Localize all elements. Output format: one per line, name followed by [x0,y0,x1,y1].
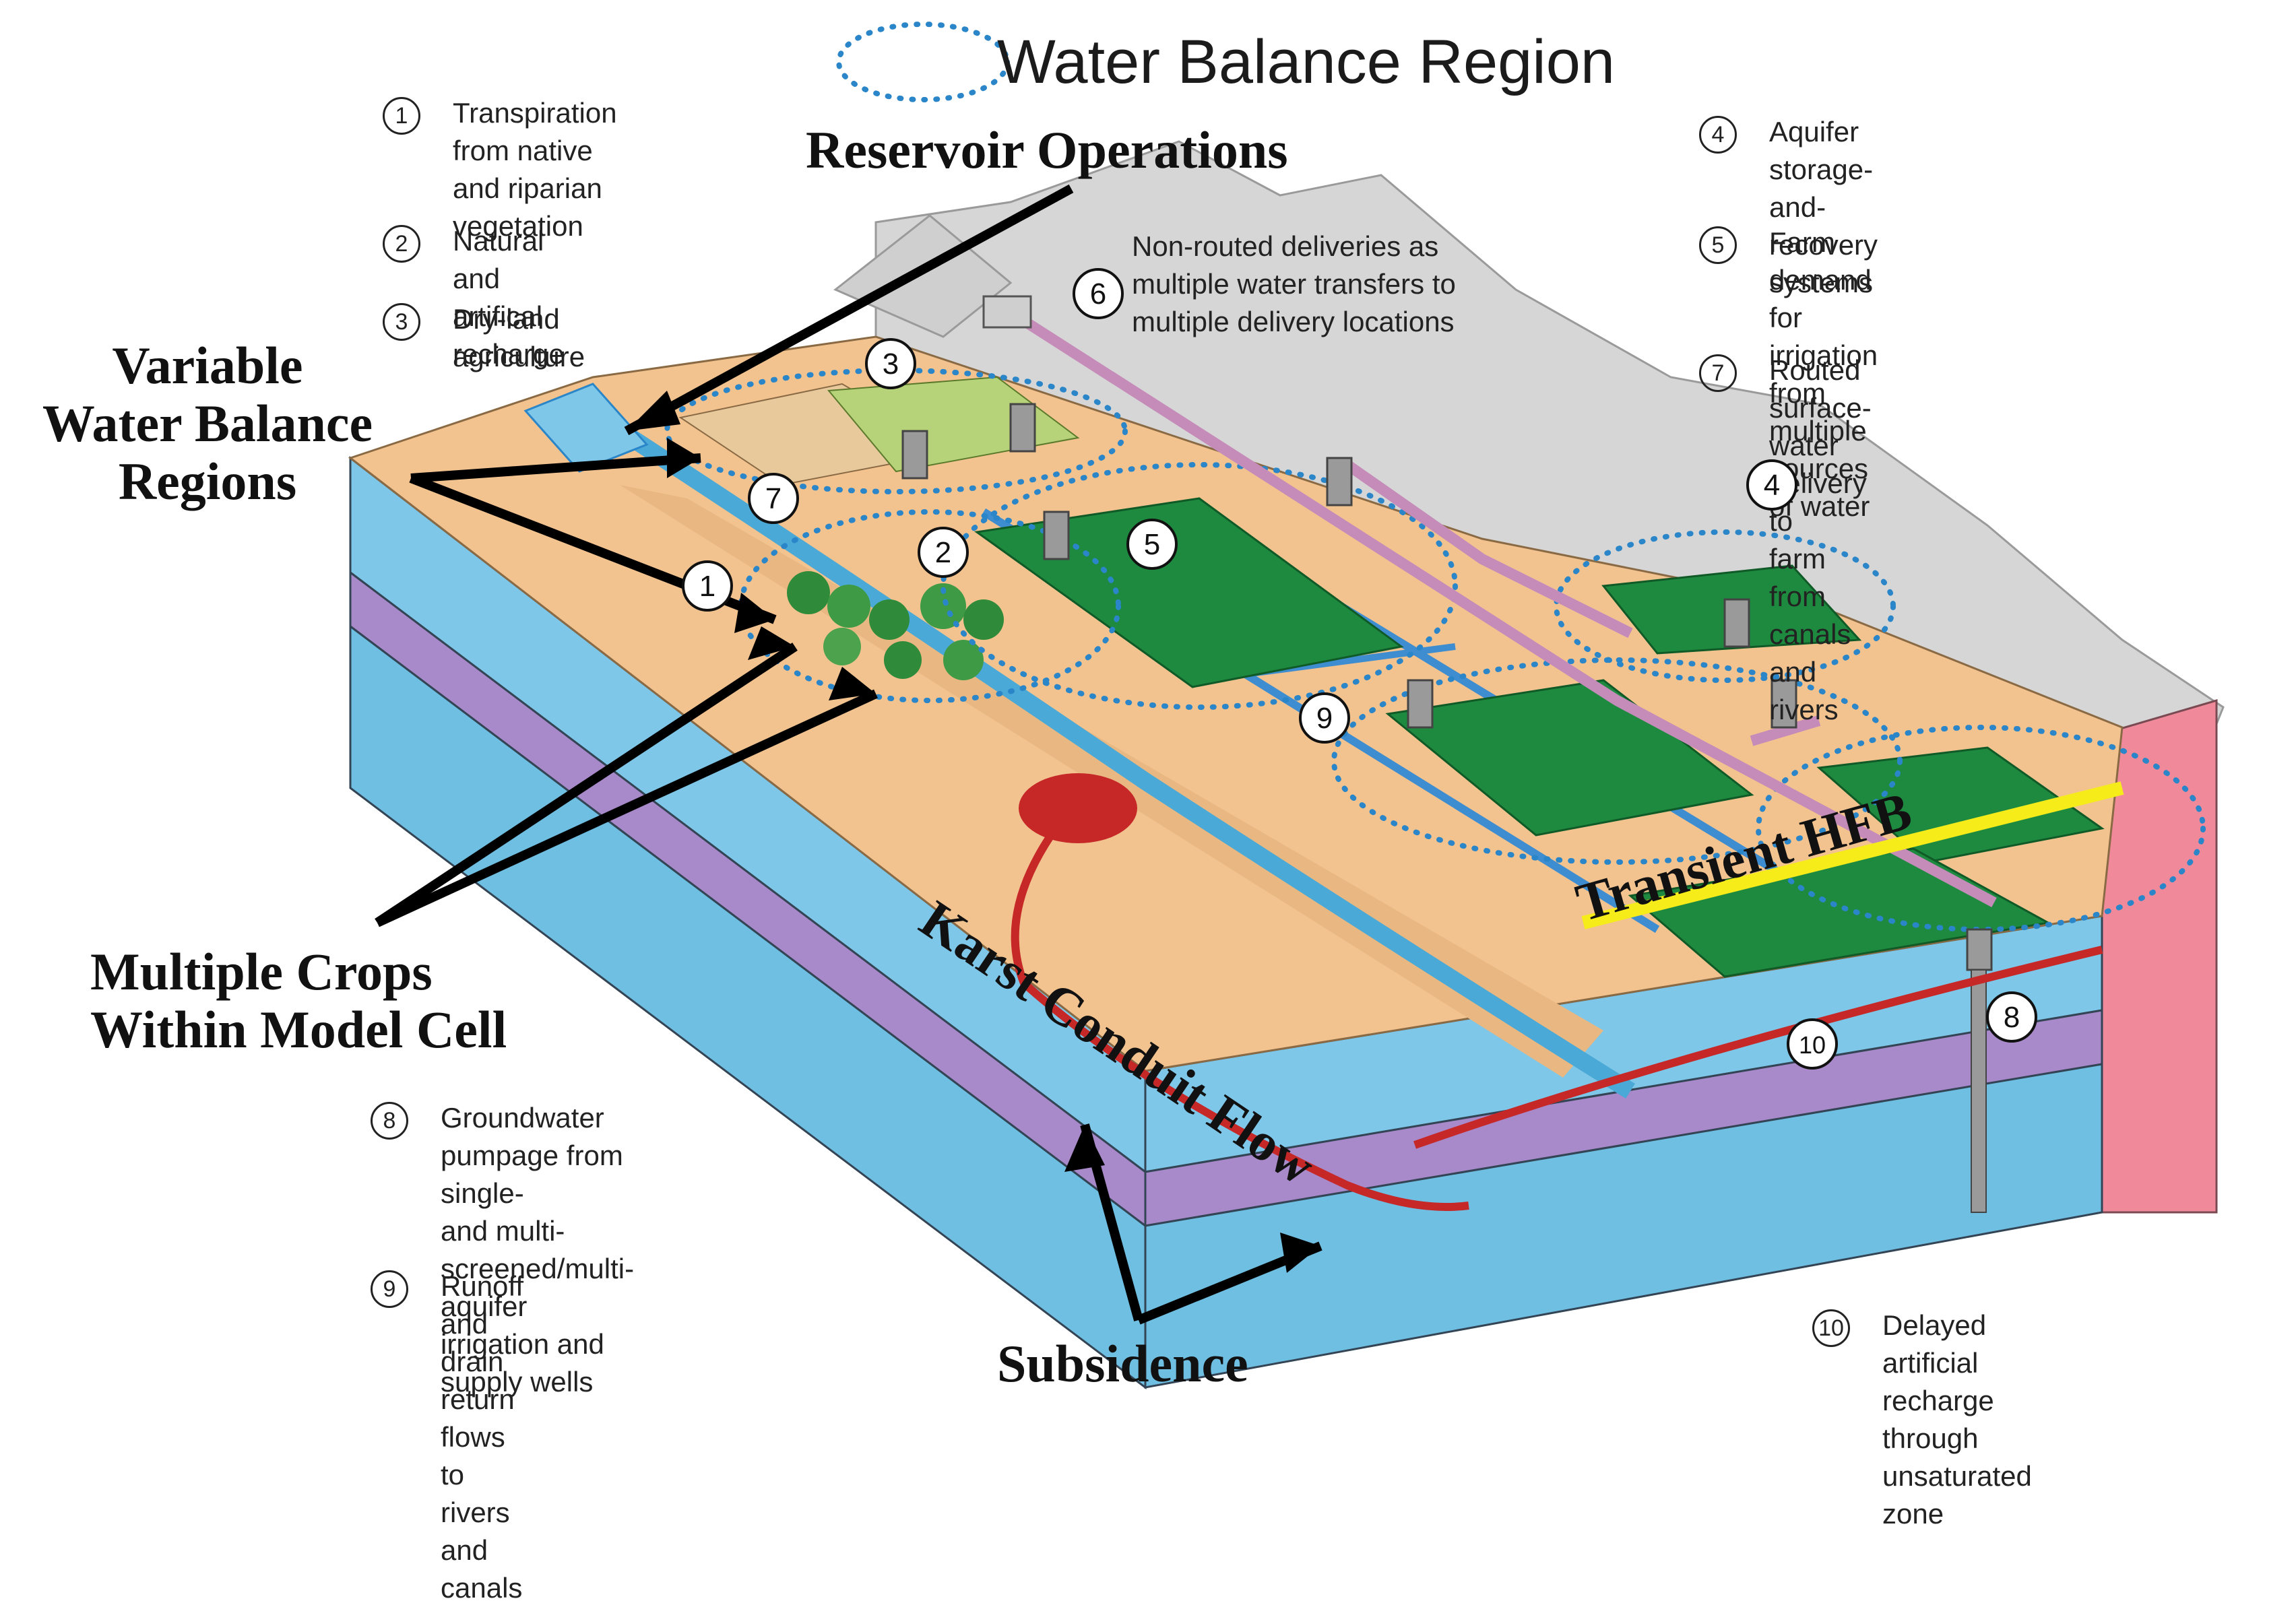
legend-text: Groundwater pumpage from single- and mul… [441,1102,635,1398]
map-marker-1: 1 [682,560,733,612]
legend-number: 5 [1699,226,1737,264]
marker-label: 6 [1090,277,1106,310]
legend-number: 9 [371,1270,408,1308]
water-balance-regions [664,22,2206,932]
legend-text: Aquifer storage-and-recovery systems [1769,116,1878,298]
legend-number: 1 [383,97,420,135]
map-marker-7: 7 [748,473,799,524]
diagram-canvas: Water Balance Region 1 Transpiration fro… [42,22,2225,1604]
map-marker-3: 3 [865,338,916,389]
karst-conduit [1011,832,2103,1211]
marker-label: 3 [883,348,899,381]
wbr-field5 [940,462,1458,710]
field-5 [974,497,1404,688]
map-marker-layer: 1 2 3 4 5 6 7 8 9 10 [682,268,2037,1070]
main-river [574,397,1635,1099]
marker-label: 9 [1316,702,1333,735]
map-marker-10: 10 [1787,1018,1838,1070]
legend-text: Transpiration from native and riparian v… [453,97,617,242]
hfb-line [1581,781,2124,929]
field-9 [1385,679,1754,837]
map-marker-4: 4 [1746,459,1797,511]
wbr-legend-sample [836,22,1010,102]
mountain-left [833,214,1013,338]
legend-number: 2 [383,225,420,263]
orchard-trees [787,571,1004,680]
legend-text: Natural and artifical recharge [453,225,565,370]
marker-label: 7 [765,482,782,515]
marker-label: 5 [1144,528,1160,561]
legend-number: 10 [1812,1309,1850,1347]
marker-label: 4 [1764,469,1780,502]
legend-number: 8 [371,1102,408,1140]
karst-source [1019,773,1137,843]
marker-label: 1 [699,570,715,603]
marker-label: 2 [935,536,951,569]
callout-multiple-crops: Multiple Crops Within Model Cell [90,942,507,1059]
map-marker-6: 6 [1073,268,1124,319]
legend-number: 7 [1699,354,1737,392]
wbr-field9 [1331,657,1903,865]
pump-station [982,295,1032,329]
legend-number: 4 [1699,116,1737,154]
map-marker-8: 8 [1986,991,2037,1043]
landscape-block-illustration [348,22,2225,1390]
field-hfb-right [1816,746,2105,863]
aquifer-lower-front [1144,1063,2103,1389]
marker-label: 10 [1799,1031,1826,1059]
callout-variable-wbr: Variable Water Balance Regions [42,336,373,511]
map-marker-5: 5 [1126,519,1178,570]
marker-label: 8 [2004,1001,2020,1034]
upper-lake [523,383,649,473]
wbr-field4 [1554,529,1896,683]
callout-reservoir-operations: Reservoir Operations [806,121,1288,179]
map-marker-2: 2 [918,527,969,578]
legend-text: Routed surface-water delivery to farm fr… [1769,354,1872,725]
legend-title: Water Balance Region [997,28,1616,96]
wbr-hfb [1756,725,2206,932]
wells [901,403,1993,971]
arrowheads [627,391,1320,1273]
item6-text: Non-routed deliveries as multiple water … [1132,230,1456,337]
legend-text: Dry-land agriculture [453,303,585,372]
legend-number: 3 [383,303,420,341]
callout-subsidence: Subsidence [997,1334,1248,1393]
markers: 1 2 3 4 5 6 7 8 9 10 [682,268,2037,1070]
deep-well-casing [1971,969,1987,1213]
map-marker-9: 9 [1299,692,1350,744]
pipelines [1014,312,1997,908]
wbr-orchard [738,509,1121,703]
